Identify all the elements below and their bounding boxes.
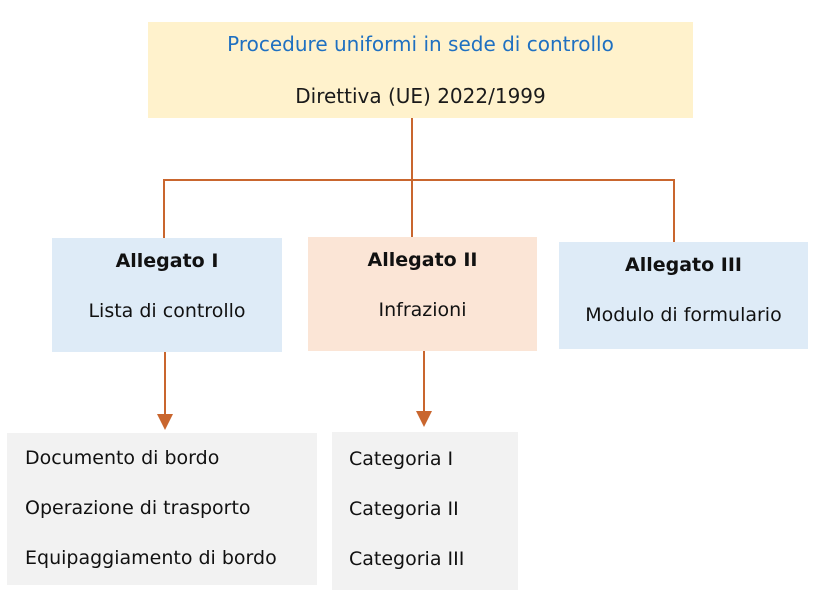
connector-drop-right (673, 179, 675, 242)
arrow-head-allegato-1-icon (157, 414, 173, 430)
leaf-box-lista-di-controllo: Documento di bordo Operazione di traspor… (7, 433, 317, 585)
arrow-shaft-allegato-2 (423, 351, 425, 412)
connector-drop-center (411, 179, 413, 237)
leaf-item: Categoria I (349, 448, 454, 470)
branch-title-allegato-2: Allegato II (367, 249, 478, 271)
branch-box-allegato-2: Allegato II Infrazioni (308, 237, 537, 351)
leaf-item: Documento di bordo (25, 447, 220, 469)
leaf-item: Categoria III (349, 548, 465, 570)
root-subtitle: Direttiva (UE) 2022/1999 (295, 83, 546, 108)
arrow-shaft-allegato-1 (164, 352, 166, 415)
leaf-item: Equipaggiamento di bordo (25, 547, 277, 569)
branch-subtitle-allegato-1: Lista di controllo (88, 300, 246, 322)
root-box: Procedure uniformi in sede di controllo … (148, 22, 693, 118)
branch-subtitle-allegato-3: Modulo di formulario (585, 304, 782, 326)
leaf-item: Operazione di trasporto (25, 497, 251, 519)
root-title: Procedure uniformi in sede di controllo (227, 31, 614, 56)
branch-subtitle-allegato-2: Infrazioni (378, 299, 467, 321)
branch-box-allegato-1: Allegato I Lista di controllo (52, 238, 282, 352)
branch-box-allegato-3: Allegato III Modulo di formulario (559, 242, 808, 349)
branch-title-allegato-3: Allegato III (625, 254, 742, 276)
connector-root-stem (411, 118, 413, 180)
leaf-item: Categoria II (349, 498, 459, 520)
connector-drop-left (163, 179, 165, 238)
connector-horizontal-bar (163, 179, 675, 181)
leaf-box-categorie: Categoria I Categoria II Categoria III (332, 432, 518, 590)
arrow-head-allegato-2-icon (416, 411, 432, 427)
branch-title-allegato-1: Allegato I (115, 250, 219, 272)
